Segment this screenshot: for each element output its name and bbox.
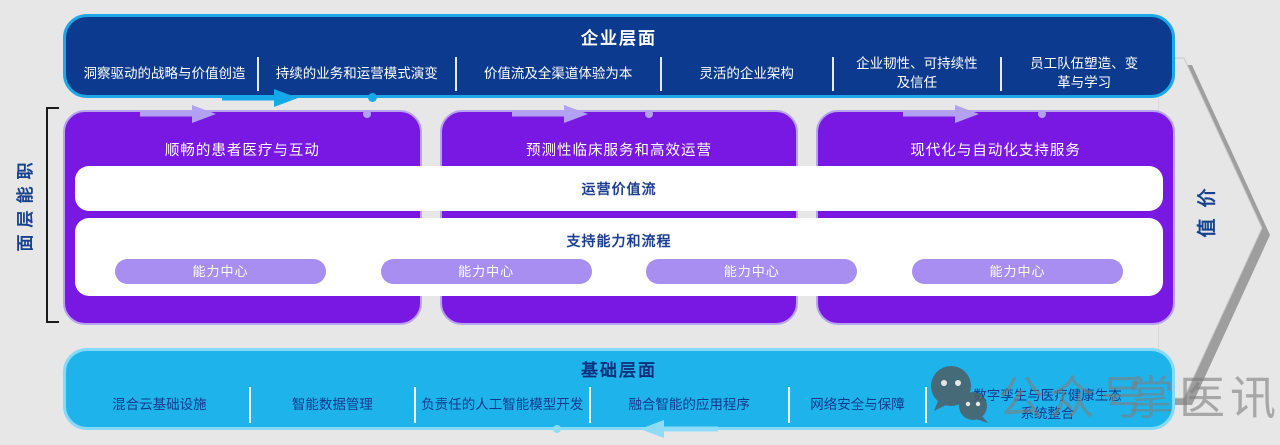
functional-side-label: 职 能 层 面 xyxy=(15,161,37,253)
value-arrow-shape xyxy=(1158,57,1270,405)
flow-dot xyxy=(363,110,371,118)
enterprise-item: 持续的业务和运营模式演变 xyxy=(275,65,438,81)
functional-box-title: 预测性临床服务和高效运营 xyxy=(526,143,712,159)
divider xyxy=(1000,57,1003,91)
flow-dot xyxy=(553,425,561,433)
foundation-item: 智能数据管理 xyxy=(291,396,373,412)
functional-box-title: 顺畅的患者医疗与互动 xyxy=(164,143,320,159)
side-label-char: 层 xyxy=(16,210,35,228)
enterprise-item: 洞察驱动的战略与价值创造 xyxy=(83,65,246,81)
foundation-item: 混合云基础设施 xyxy=(112,396,207,412)
enterprise-item: 灵活的企业架构 xyxy=(699,65,794,81)
support-bar: 支持能力和流程 能力中心 能力中心 能力中心 能力中心 xyxy=(75,218,1163,296)
divider xyxy=(413,387,416,423)
flow-dot xyxy=(645,110,653,118)
functional-box-title: 现代化与自动化支持服务 xyxy=(910,143,1081,159)
divider xyxy=(925,387,928,423)
enterprise-item: 员工队伍塑造、变 革与学习 xyxy=(1030,56,1139,90)
flow-arrow-left-icon xyxy=(640,420,718,438)
side-label-char: 面 xyxy=(16,234,35,252)
value-stream-label: 运营价值流 xyxy=(581,180,657,197)
watermark-text-left: 公众号 xyxy=(998,372,1151,424)
divider xyxy=(831,57,834,91)
divider xyxy=(256,57,259,91)
enterprise-banner-title: 企业层面 xyxy=(581,29,657,48)
foundation-item: 融合智能的应用程序 xyxy=(628,396,750,412)
side-label-char: 能 xyxy=(16,186,35,204)
capability-pill: 能力中心 xyxy=(646,259,858,284)
value-arrow-body xyxy=(1158,57,1263,399)
divider xyxy=(787,387,790,423)
foundation-items-row: 混合云基础设施 智能数据管理 负责任的人工智能模型开发 融合智能的应用程序 网络… xyxy=(66,381,1172,429)
foundation-item: 数字孪生与医疗健康生态 系统整合 xyxy=(973,387,1122,421)
watermark-text-right: 掌医讯 xyxy=(1128,372,1280,424)
value-label-char: 价 xyxy=(1197,188,1218,208)
capability-pill: 能力中心 xyxy=(911,259,1123,284)
functional-row: 顺畅的患者医疗与互动 预测性临床服务和高效运营 现代化与自动化支持服务 运营价值… xyxy=(63,110,1176,325)
capability-pill-row: 能力中心 能力中心 能力中心 能力中心 xyxy=(75,259,1163,284)
divider xyxy=(248,387,251,423)
enterprise-item: 企业韧性、可持续性 及信任 xyxy=(856,56,978,90)
flow-dot xyxy=(1038,110,1046,118)
flow-arrow-right-icon xyxy=(222,89,298,107)
flow-dot xyxy=(368,93,377,102)
side-label-char: 职 xyxy=(16,162,35,180)
foundation-item: 网络安全与保障 xyxy=(810,396,905,412)
divider xyxy=(659,57,662,91)
enterprise-item: 价值流及全渠道体验为本 xyxy=(483,65,633,81)
support-label: 支持能力和流程 xyxy=(566,233,672,249)
value-stream-bar: 运营价值流 xyxy=(75,166,1163,211)
foundation-banner-title: 基础层面 xyxy=(581,361,657,380)
wechat-icon xyxy=(931,366,988,423)
capability-pill: 能力中心 xyxy=(380,259,592,284)
foundation-item: 负责任的人工智能模型开发 xyxy=(421,396,584,412)
functional-bracket xyxy=(46,107,59,323)
enterprise-items-row: 洞察驱动的战略与价值创造 持续的业务和运营模式演变 价值流及全渠道体验为本 灵活… xyxy=(66,50,1172,98)
enterprise-banner: 企业层面 洞察驱动的战略与价值创造 持续的业务和运营模式演变 价值流及全渠道体验… xyxy=(63,14,1175,98)
flow-arrow-right-icon xyxy=(903,105,979,123)
flow-arrow-right-icon xyxy=(140,105,216,123)
divider xyxy=(588,387,591,423)
capability-pill: 能力中心 xyxy=(115,259,326,284)
foundation-banner: 基础层面 混合云基础设施 智能数据管理 负责任的人工智能模型开发 融合智能的应用… xyxy=(63,348,1175,430)
flow-arrow-right-icon xyxy=(512,105,588,123)
divider xyxy=(454,57,457,91)
value-label-char: 值 xyxy=(1197,218,1218,238)
value-label: 价 值 xyxy=(1196,186,1220,240)
